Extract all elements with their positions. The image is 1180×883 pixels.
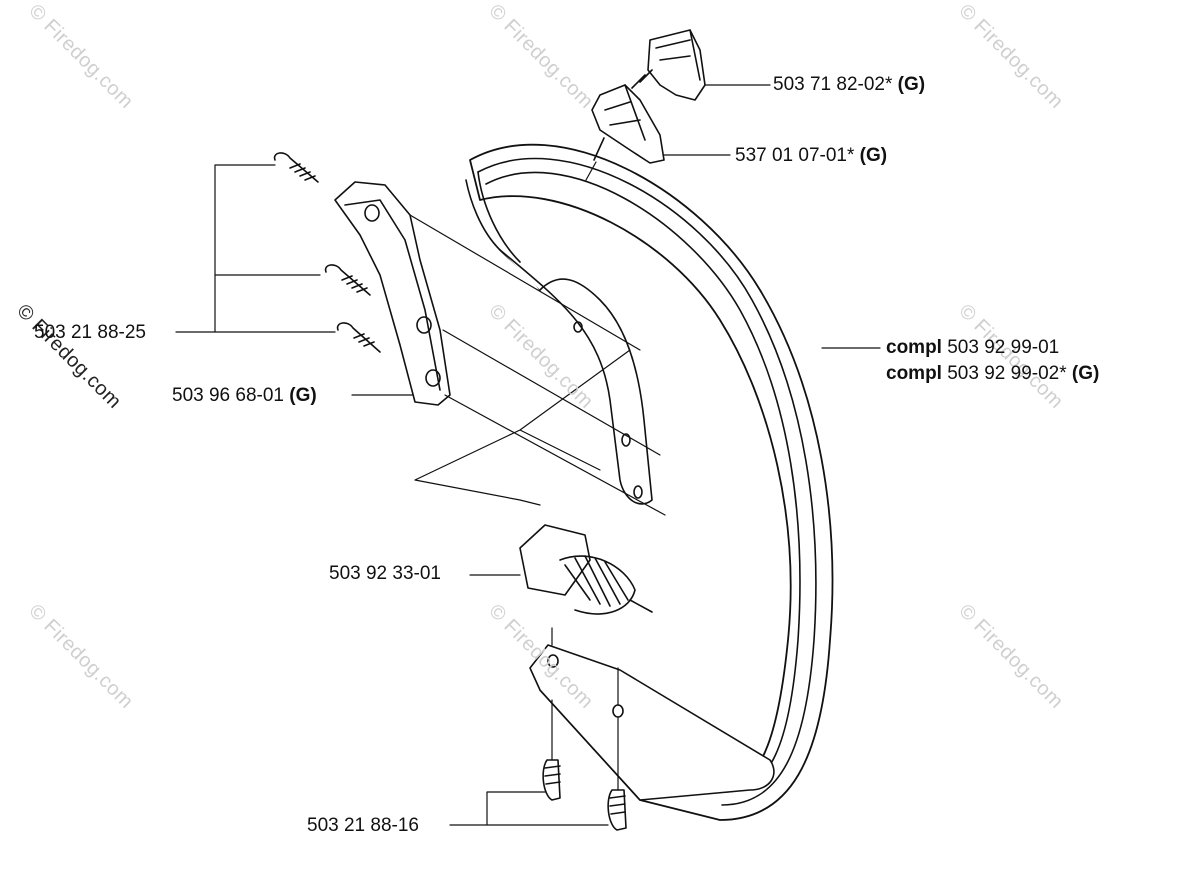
leader-lines [175,84,881,826]
switch-part-upper [631,29,706,101]
label-503-71-82-02: 503 71 82-02* (G) [773,74,926,95]
label-503-21-88-16: 503 21 88-16 [307,815,419,836]
screw-top-left [273,152,319,183]
screw-bottom-right [607,789,627,831]
screw-mid-left [324,264,371,296]
label-503-92-33-01: 503 92 33-01 [329,563,441,584]
label-503-96-68-01: 503 96 68-01 (G) [172,385,317,406]
label-compl-503-92-99-01: compl 503 92 99-01 [886,337,1060,358]
label-537-01-07-01: 537 01 07-01* (G) [735,145,888,166]
front-handle-bar [465,143,834,821]
anti-vibration-spring [519,524,653,615]
switch-part-lower [591,84,665,164]
label-compl-503-92-99-02: compl 503 92 99-02* (G) [886,363,1100,384]
screw-bottom-left [542,759,561,801]
screw-low-left [336,322,381,353]
side-bracket-plate [334,181,451,406]
label-503-21-88-25: 503 21 88-25 [34,322,146,343]
